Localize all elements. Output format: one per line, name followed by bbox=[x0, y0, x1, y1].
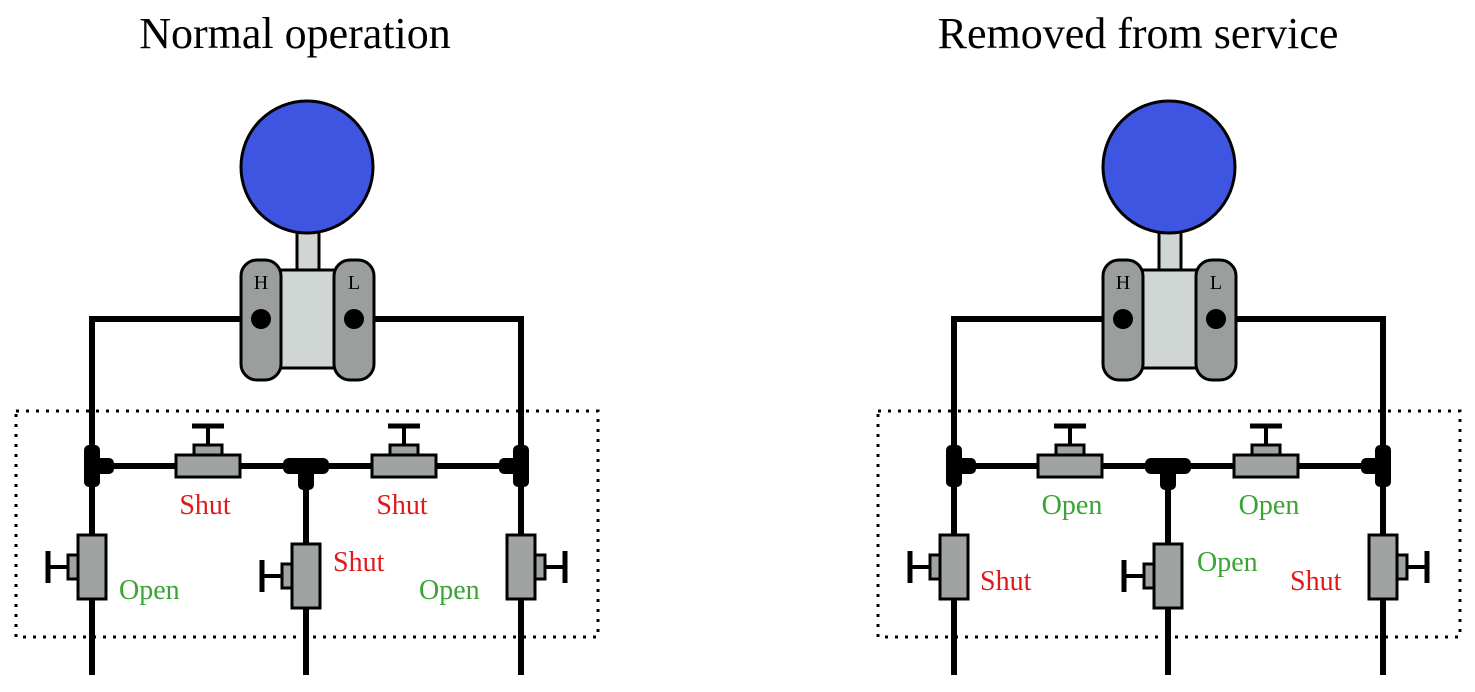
dp-transmitter bbox=[1101, 99, 1238, 382]
block-valve-high[interactable] bbox=[48, 535, 106, 599]
block-low-state: Open bbox=[419, 575, 480, 606]
equalize-left-state: Open bbox=[1042, 490, 1103, 521]
block-high-state: Open bbox=[119, 575, 180, 606]
panel-title: Removed from service bbox=[938, 9, 1339, 58]
panel-title: Normal operation bbox=[139, 9, 451, 58]
panel-normal-operation: Normal operation H L Shut Shut Open Shut… bbox=[14, 9, 600, 675]
low-port-label: L bbox=[1210, 272, 1222, 294]
equalize-right-state: Shut bbox=[376, 490, 428, 521]
vent-state: Shut bbox=[333, 547, 385, 578]
block-high-state: Shut bbox=[980, 566, 1032, 597]
block-valve-high[interactable] bbox=[910, 535, 968, 599]
block-valve-low[interactable] bbox=[507, 535, 565, 599]
dp-transmitter bbox=[239, 99, 376, 382]
panel-removed-from-service: Removed from service H L Open Open Shut … bbox=[876, 9, 1462, 675]
equalize-valve-left[interactable] bbox=[176, 426, 240, 477]
manifold-boundary bbox=[14, 409, 600, 639]
vent-valve[interactable] bbox=[262, 544, 320, 608]
vent-valve[interactable] bbox=[1124, 544, 1182, 608]
vent-state: Open bbox=[1197, 547, 1258, 578]
impulse-piping bbox=[954, 319, 1383, 675]
equalize-right-state: Open bbox=[1239, 490, 1300, 521]
manifold-boundary bbox=[876, 409, 1462, 639]
high-port-label: H bbox=[1116, 272, 1130, 294]
block-low-state: Shut bbox=[1290, 566, 1342, 597]
high-port-label: H bbox=[254, 272, 268, 294]
impulse-piping bbox=[92, 319, 521, 675]
equalize-valve-right[interactable] bbox=[1234, 426, 1298, 477]
low-port-label: L bbox=[348, 272, 360, 294]
equalize-valve-right[interactable] bbox=[372, 426, 436, 477]
equalize-left-state: Shut bbox=[179, 490, 231, 521]
block-valve-low[interactable] bbox=[1369, 535, 1427, 599]
equalize-valve-left[interactable] bbox=[1038, 426, 1102, 477]
